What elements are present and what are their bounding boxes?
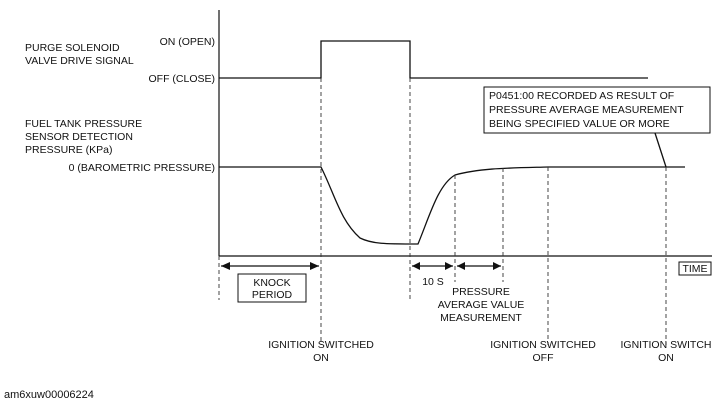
pressure-avg-line2: AVERAGE VALUE (438, 299, 525, 311)
ign-off-line1: IGNITION SWITCHED (490, 339, 596, 351)
ign-on-1-line2: ON (313, 352, 329, 364)
pressure-avg-line3: MEASUREMENT (440, 312, 522, 324)
purge-label-line2: VALVE DRIVE SIGNAL (25, 55, 134, 67)
callout-line2: PRESSURE AVERAGE MEASUREMENT (489, 104, 684, 116)
off-close-label: OFF (CLOSE) (148, 73, 215, 85)
ftp-label-line2: SENSOR DETECTION (25, 131, 133, 143)
knock-arrow-head-right (310, 262, 319, 270)
knock-label-line1: KNOCK (253, 277, 290, 289)
ftp-label-line3: PRESSURE (KPa) (25, 144, 113, 156)
time-label: TIME (682, 263, 707, 275)
measure-arrow-head-right (493, 262, 501, 270)
purge-signal-line (219, 40, 648, 79)
ign-on-2-line2: ON (658, 352, 674, 364)
knock-period-box (237, 273, 307, 303)
pressure-curve (219, 166, 685, 245)
knock-arrow-head-left (221, 262, 230, 270)
callout-line3: BEING SPECIFIED VALUE OR MORE (489, 118, 670, 130)
ign-off-line2: OFF (533, 352, 554, 364)
purge-label-line1: PURGE SOLENOID (25, 42, 120, 54)
figure-id: am6xuw00006224 (4, 389, 94, 401)
callout-line1: P0451:00 RECORDED AS RESULT OF (489, 90, 674, 102)
callout-box (483, 86, 711, 134)
measure-arrow-head-left (457, 262, 465, 270)
callout-pointer (654, 132, 667, 168)
ten-s-label: 10 S (422, 276, 444, 288)
ten-s-arrow-head-right (445, 262, 453, 270)
pressure-avg-line1: PRESSURE (452, 286, 510, 298)
knock-label-line2: PERIOD (252, 289, 293, 301)
ign-on-1-line1: IGNITION SWITCHED (268, 339, 374, 351)
time-box (678, 261, 712, 276)
ftp-label-line1: FUEL TANK PRESSURE (25, 118, 142, 130)
on-open-label: ON (OPEN) (160, 36, 215, 48)
ten-s-arrow-head-left (412, 262, 420, 270)
ign-on-2-line1: IGNITION SWITCH (621, 339, 712, 351)
zero-baro-label: 0 (BAROMETRIC PRESSURE) (69, 162, 215, 174)
